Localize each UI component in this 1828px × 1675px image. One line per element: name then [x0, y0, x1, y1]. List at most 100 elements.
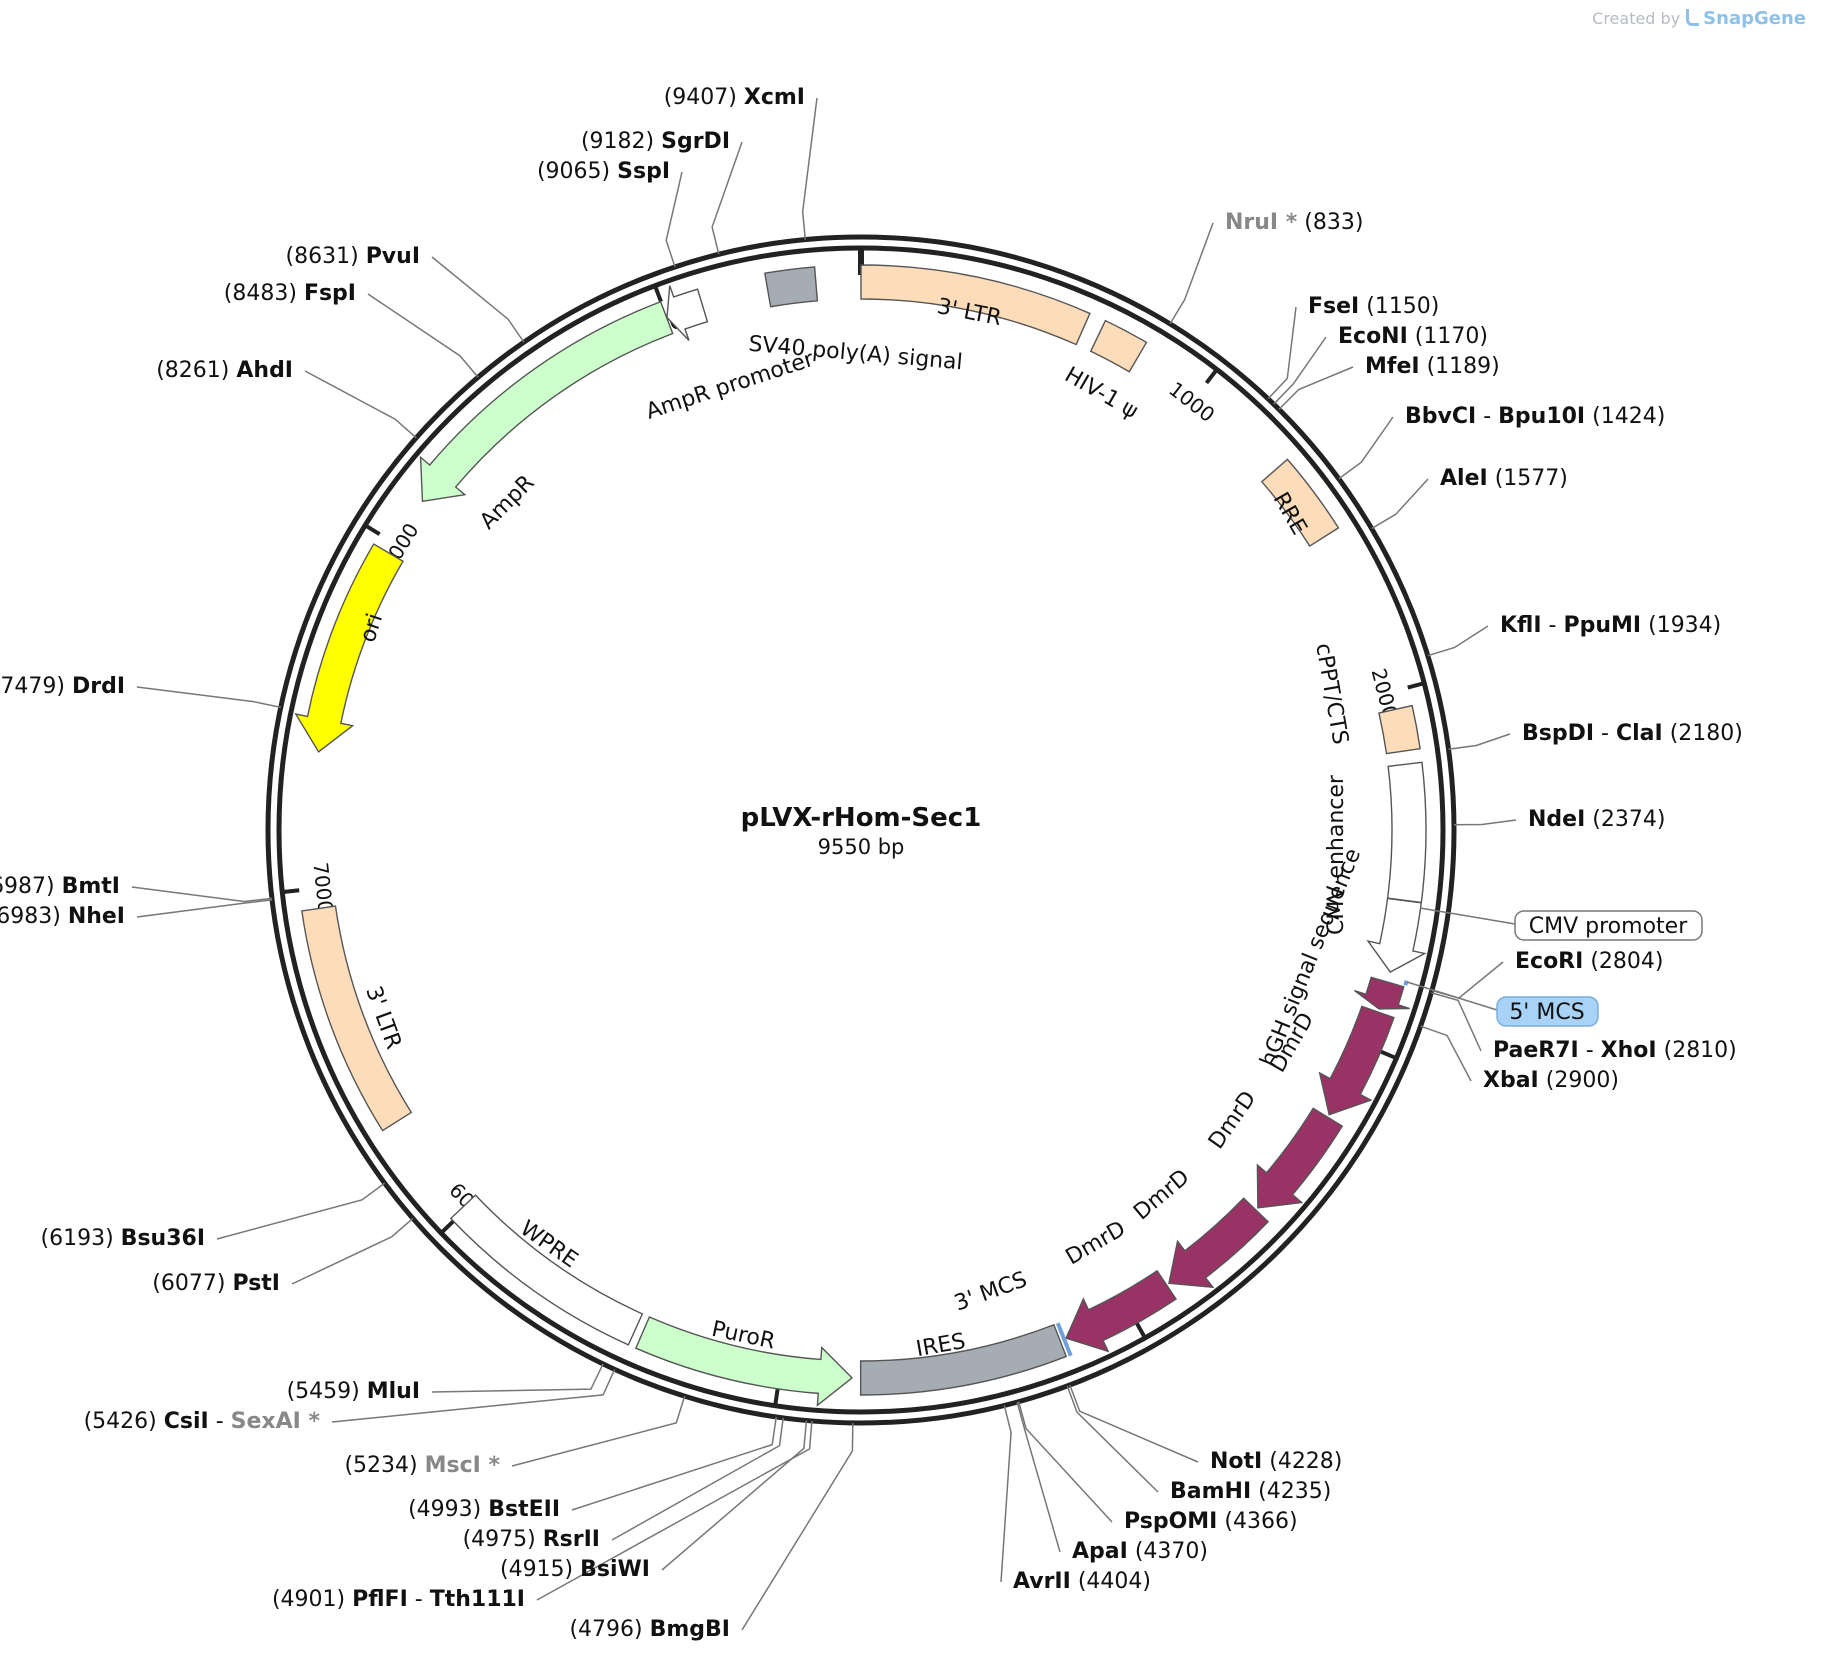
restriction-site-label[interactable]: (8483) FspI: [224, 281, 356, 306]
site-leader-line: [1069, 1384, 1199, 1463]
tick-mark: [283, 888, 300, 894]
restriction-site-label[interactable]: AleI (1577): [1440, 466, 1568, 491]
feature-arrow-ires[interactable]: [859, 1323, 1068, 1396]
site-leader-line: [536, 1420, 813, 1601]
feature-arrow-ori[interactable]: [294, 543, 404, 753]
tick-label: 1000: [1164, 377, 1219, 427]
site-leader-line: [1267, 306, 1297, 400]
restriction-site-label[interactable]: (6193) Bsu36I: [41, 1226, 205, 1251]
feature-arrow-hiv-1[interactable]: [1089, 319, 1148, 373]
feature-arrow-sv40-poly-a-signal[interactable]: [764, 266, 819, 308]
site-leader-line: [291, 1217, 414, 1285]
feature-arrow-3-ltr[interactable]: [860, 264, 1091, 346]
restriction-site-label[interactable]: ApaI (4370): [1072, 1539, 1208, 1564]
site-leader-line: [216, 1182, 386, 1240]
credit-brand: SnapGene: [1703, 8, 1806, 29]
feature-arrow-puror[interactable]: [634, 1316, 854, 1407]
tick-mark: [440, 1219, 455, 1234]
restriction-site-label[interactable]: AvrII (4404): [1013, 1569, 1151, 1594]
cmv-promoter-label: CMV promoter: [1529, 914, 1688, 939]
cmv-promoter-label-box: [1514, 910, 1703, 941]
feature-label-dmrd-2: DmrD: [1204, 1087, 1261, 1154]
restriction-site-label[interactable]: (4975) RsrII: [463, 1527, 600, 1552]
site-leader-line: [1278, 366, 1354, 410]
site-leader-line: [1420, 1025, 1472, 1082]
restriction-site-label[interactable]: (7479) DrdI: [0, 674, 125, 699]
restriction-site-label[interactable]: MfeI (1189): [1365, 354, 1500, 379]
feature-label-dmrd-4: DmrD: [1062, 1216, 1130, 1270]
restriction-site-label[interactable]: EcoRI (2804): [1515, 949, 1663, 974]
cmv-promoter-leader: [1419, 907, 1516, 925]
restriction-site-label[interactable]: (6077) PstI: [152, 1271, 280, 1296]
restriction-site-label[interactable]: (4796) BmgBI: [569, 1617, 730, 1642]
feature-arrow-ampr[interactable]: [419, 300, 674, 503]
feature-arrow-dmrd[interactable]: [1256, 1107, 1344, 1209]
feature-label-3mcs: 3' MCS: [951, 1267, 1030, 1316]
feature-arrow-dmrd[interactable]: [1168, 1197, 1270, 1289]
site-leader-line: [1338, 416, 1394, 480]
restriction-site-label[interactable]: (5234) MscI *: [344, 1453, 500, 1478]
snapgene-logo-icon: [1686, 9, 1700, 26]
restriction-site-label[interactable]: BamHI (4235): [1170, 1479, 1331, 1504]
restriction-site-label[interactable]: FseI (1150): [1308, 294, 1439, 319]
feature-arrow-3-ltr[interactable]: [301, 905, 413, 1132]
site-leader-line: [1169, 222, 1214, 325]
site-leader-line: [431, 256, 525, 343]
restriction-site-label[interactable]: BbvCI - Bpu10I (1424): [1405, 404, 1665, 429]
restriction-site-label[interactable]: (6987) BmtI: [0, 874, 120, 899]
feature-arrow-rre[interactable]: [1260, 458, 1340, 548]
feature-arrow-wpre[interactable]: [449, 1194, 644, 1346]
site-leader-line: [1431, 992, 1482, 1052]
restriction-site-label[interactable]: XbaI (2900): [1483, 1068, 1619, 1093]
site-leader-line: [571, 1416, 777, 1511]
site-leader-line: [136, 899, 273, 918]
site-leader-line: [367, 293, 479, 378]
site-leader-line: [1273, 336, 1327, 405]
credit-prefix: Created by: [1592, 9, 1681, 28]
restriction-site-label[interactable]: (9407) XcmI: [664, 85, 805, 110]
restriction-site-label[interactable]: NruI * (833): [1225, 210, 1363, 235]
restriction-site-label[interactable]: PspOMI (4366): [1124, 1509, 1298, 1534]
site-leader-line: [1066, 1385, 1159, 1493]
feature-arrow-dmrd[interactable]: [1318, 1005, 1395, 1116]
site-leader-group: [131, 97, 1517, 1631]
backbone-inner-ring: [276, 245, 1446, 1415]
tick-label: 7000: [308, 861, 337, 914]
site-leader-line: [131, 886, 273, 903]
restriction-site-label[interactable]: BspDI - ClaI (2180): [1522, 721, 1743, 746]
restriction-site-label[interactable]: PaeR7I - XhoI (2810): [1493, 1038, 1737, 1063]
restriction-site-label[interactable]: NotI (4228): [1210, 1449, 1342, 1474]
site-leader-line: [1371, 478, 1429, 530]
feature-label-ampr: AmpR: [475, 470, 539, 534]
tick-mark: [1135, 1322, 1147, 1339]
tick-mark: [1204, 369, 1218, 385]
site-leader-line: [711, 141, 743, 255]
mcs5-label: 5' MCS: [1509, 1000, 1584, 1025]
feature-arrow-cppt-cts[interactable]: [1378, 704, 1421, 755]
restriction-site-label[interactable]: (4901) PflFI - Tth111I: [272, 1587, 525, 1612]
site-leader-line: [511, 1395, 686, 1467]
restriction-site-label[interactable]: (5459) MluI: [287, 1379, 420, 1404]
feature-arrow-cmv-promoter[interactable]: [1366, 897, 1427, 973]
site-leader-line: [1000, 1405, 1012, 1583]
site-leader-line: [801, 97, 818, 240]
feature-arrow-dmrd[interactable]: [1065, 1269, 1178, 1353]
restriction-site-label[interactable]: (9065) SspI: [537, 159, 670, 184]
site-leader-line: [431, 1363, 604, 1393]
restriction-site-label[interactable]: EcoNI (1170): [1338, 324, 1488, 349]
restriction-site-label[interactable]: (9182) SgrDI: [581, 129, 730, 154]
feature-arrow-hgh-signal-sequence[interactable]: [1354, 976, 1410, 1010]
restriction-site-label[interactable]: (8631) PvuI: [286, 244, 420, 269]
site-leader-line: [1453, 819, 1517, 826]
restriction-site-label[interactable]: NdeI (2374): [1528, 807, 1665, 832]
restriction-site-label[interactable]: (4915) BsiWI: [500, 1557, 650, 1582]
restriction-site-label[interactable]: (5426) CsiI - SexAI *: [84, 1409, 321, 1434]
feature-arrow-cmv-enhancer[interactable]: [1386, 761, 1427, 904]
site-leader-line: [1427, 625, 1489, 657]
feature-arrow-ampr-promoter[interactable]: [666, 285, 709, 341]
restriction-site-label[interactable]: (6983) NheI: [0, 904, 125, 929]
restriction-site-label[interactable]: (8261) AhdI: [156, 358, 293, 383]
restriction-site-label[interactable]: KflI - PpuMI (1934): [1500, 613, 1721, 638]
restriction-site-label[interactable]: (4993) BstEII: [408, 1497, 560, 1522]
